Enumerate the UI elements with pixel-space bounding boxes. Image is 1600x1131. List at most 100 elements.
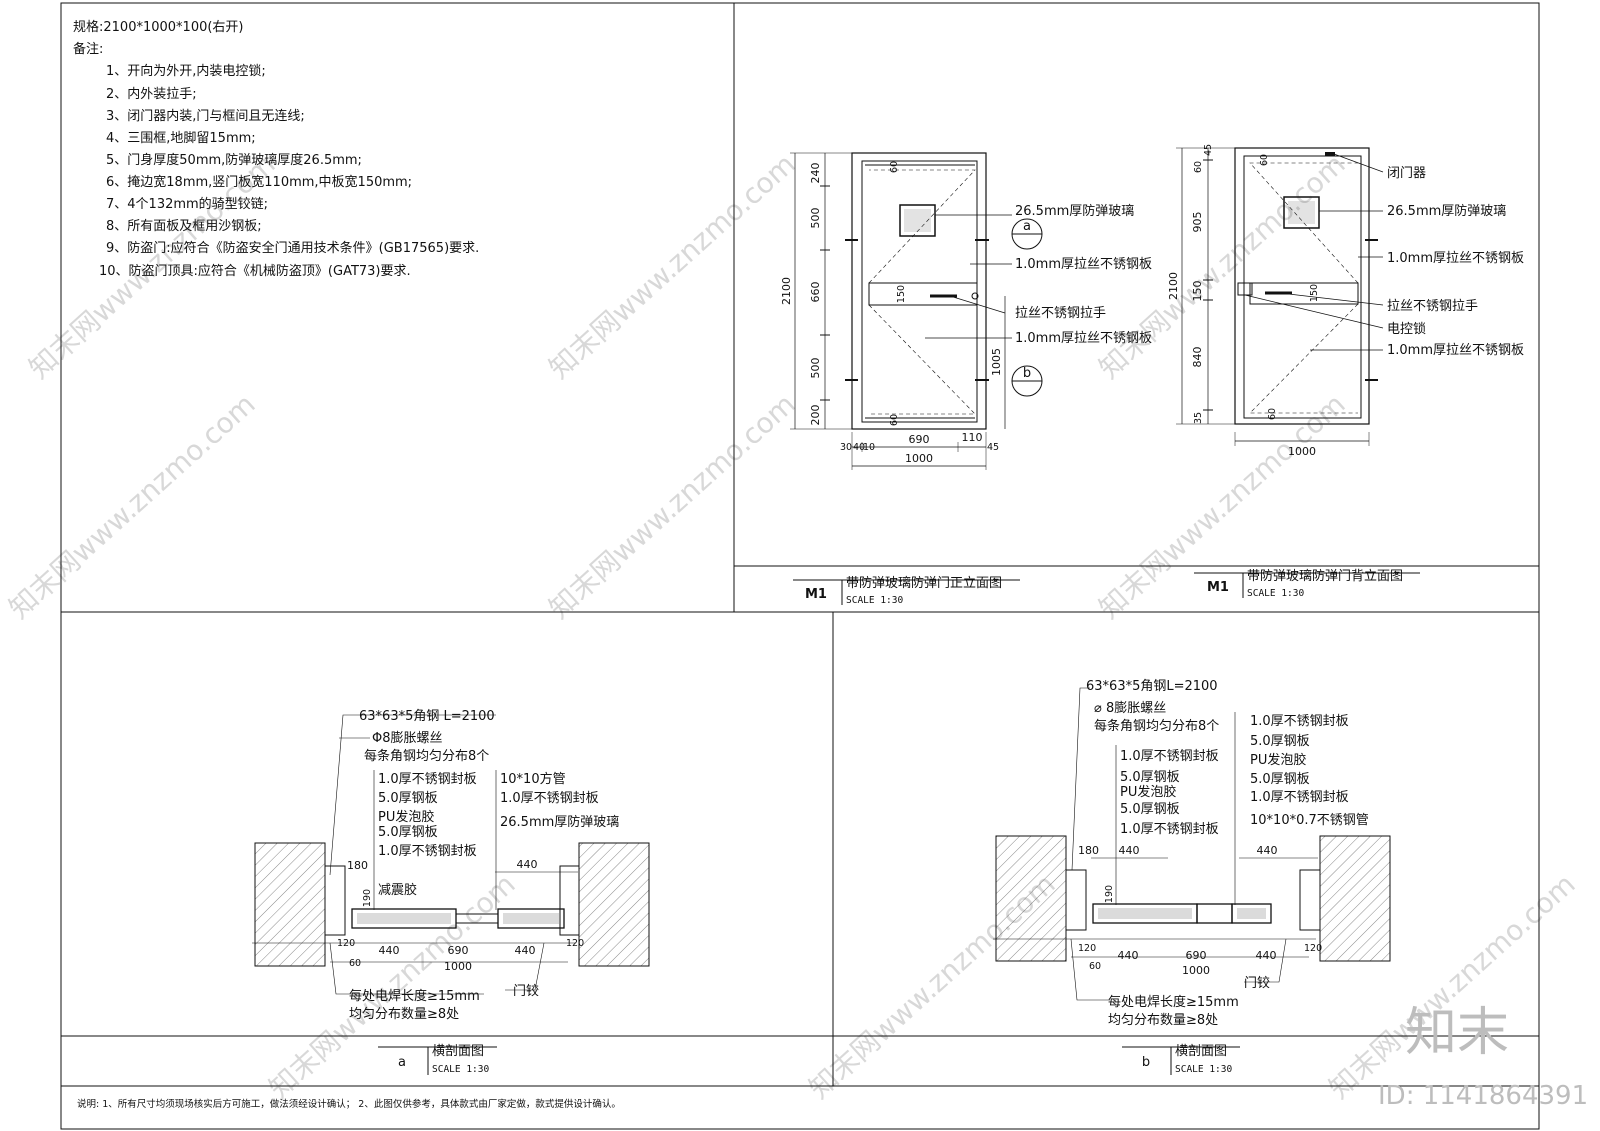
watermark-text: 知末网www.znzmo.com — [543, 147, 802, 385]
view-code: a — [398, 1055, 406, 1070]
dim-label: 1000 — [444, 960, 472, 973]
section-label: 门铰 — [513, 984, 539, 999]
door-frame — [851, 152, 987, 430]
sheet-frame — [60, 2, 1540, 1130]
section-label: 1.0厚不锈钢封板 — [1120, 822, 1219, 837]
dim-label: 110 — [962, 431, 983, 444]
logo-watermark: 知末 — [1405, 1003, 1509, 1063]
section-label: 1.0厚不锈钢封板 — [378, 844, 477, 859]
glass-panel — [899, 204, 936, 237]
dim-label: 190 — [362, 889, 373, 907]
dim-label: 690 — [909, 433, 930, 446]
dim-label: 180 — [347, 859, 368, 872]
section-label: 63*63*5角钢L=2100 — [1086, 679, 1218, 694]
dim-label: 660 — [809, 282, 822, 303]
wall-left — [995, 835, 1067, 962]
dim-label: 440 — [1257, 844, 1278, 857]
middle-panel — [1196, 903, 1233, 924]
dim-label: 1005 — [990, 348, 1003, 376]
dim-label: 60 — [1259, 154, 1270, 166]
dim-label: 840 — [1191, 347, 1204, 368]
dim-label: 60 — [889, 414, 900, 426]
callout-label: 1.0mm厚拉丝不锈钢板 — [1015, 257, 1152, 272]
note-item: 7、4个132mm的骑型铰链; — [106, 196, 268, 212]
callout-label: 1.0mm厚拉丝不锈钢板 — [1387, 251, 1524, 266]
glass-panel — [1283, 196, 1320, 229]
note-item: 3、闭门器内装,门与框间且无连线; — [106, 108, 305, 124]
dim-label: 690 — [448, 944, 469, 957]
dim-label: 60 — [1089, 961, 1101, 972]
footer-note: 说明: 1、所有尺寸均须现场核实后方可施工，做法须经设计确认； 2、此图仅供参考… — [77, 1098, 621, 1110]
section-label: 5.0厚钢板 — [1120, 802, 1180, 817]
view-title: 带防弹玻璃防弹门背立面图 — [1247, 568, 1403, 584]
door-leaf — [1231, 903, 1272, 924]
view-scale: SCALE 1:30 — [1175, 1064, 1232, 1075]
section-label: 门铰 — [1244, 976, 1270, 991]
section-label: 5.0厚钢板 — [1250, 734, 1310, 749]
dim-label: 40 — [853, 442, 865, 453]
section-label: 63*63*5角钢 L=2100 — [359, 709, 495, 724]
back-elevation: 60 45 905 150 840 35 2100 60 150 60 1000… — [1167, 144, 1524, 599]
section-label: 10*10方管 — [500, 771, 566, 787]
section-label: 5.0厚钢板 — [378, 791, 438, 806]
view-scale: SCALE 1:30 — [432, 1064, 489, 1075]
view-code: b — [1142, 1055, 1150, 1070]
dim-label: 60 — [1267, 408, 1278, 420]
section-label: 每处电焊长度≥15mm — [349, 988, 480, 1004]
front-elevation: 240 500 660 500 200 2100 1005 60 150 60 … — [780, 152, 1152, 606]
dim-label: 30 — [840, 442, 852, 453]
callout-label: 1.0mm厚拉丝不锈钢板 — [1387, 343, 1524, 358]
section-label: 每条角钢均匀分布8个 — [364, 748, 489, 764]
section-label: 5.0厚钢板 — [1250, 772, 1310, 787]
watermark-text: 知末网www.znzmo.com — [3, 387, 262, 625]
dim-label: 190 — [1104, 885, 1115, 903]
section-a: 180 440 190 120 440 690 440 120 60 1000 … — [252, 709, 650, 1075]
view-title: 横剖面图 — [1175, 1044, 1227, 1059]
section-b: 180 440 440 190 120 440 690 440 120 60 1… — [993, 679, 1391, 1075]
note-item: 2、内外装拉手; — [106, 86, 197, 102]
door-leaf — [1243, 155, 1362, 419]
dim-label: 180 — [1078, 844, 1099, 857]
callout-label: 1.0mm厚拉丝不锈钢板 — [1015, 331, 1152, 346]
callout-label: 闭门器 — [1387, 166, 1426, 181]
lock-hole — [971, 292, 979, 300]
dim-label: 60 — [1193, 161, 1204, 173]
dim-label: 60 — [349, 958, 361, 969]
watermark-text: 知末网www.znzmo.com — [543, 387, 802, 625]
view-title: 横剖面图 — [432, 1044, 484, 1059]
section-label: 1.0厚不锈钢封板 — [378, 772, 477, 787]
dim-label: 240 — [809, 163, 822, 184]
callout-label: 拉丝不锈钢拉手 — [1387, 299, 1478, 314]
section-label: 均匀分布数量≥8处 — [349, 1007, 459, 1022]
section-label: 每条角钢均匀分布8个 — [1094, 718, 1219, 734]
dim-label: 1000 — [1182, 964, 1210, 977]
dim-label: 440 — [1119, 844, 1140, 857]
callout-label: 26.5mm厚防弹玻璃 — [1387, 203, 1506, 219]
dim-label: 35 — [1193, 412, 1204, 424]
section-label: PU发泡胶 — [1120, 784, 1176, 800]
note-item: 9、防盗门:应符合《防盗安全门通用技术条件》(GB17565)要求. — [106, 240, 479, 256]
section-label: 10*10*0.7不锈钢管 — [1250, 813, 1369, 828]
note-item: 5、门身厚度50mm,防弹玻璃厚度26.5mm; — [106, 152, 362, 168]
section-label: 1.0厚不锈钢封板 — [500, 791, 599, 806]
section-label: 1.0厚不锈钢封板 — [1250, 714, 1349, 729]
section-label: 减震胶 — [378, 882, 417, 898]
section-label: 26.5mm厚防弹玻璃 — [500, 814, 619, 830]
view-scale: SCALE 1:30 — [1247, 588, 1304, 599]
dim-label: 440 — [517, 858, 538, 871]
dim-label: 440 — [1256, 949, 1277, 962]
dim-label: 2100 — [780, 277, 793, 305]
view-code: M1 — [805, 587, 827, 602]
section-label: 5.0厚钢板 — [378, 825, 438, 840]
note-item: 6、掩边宽18mm,竖门板宽110mm,中板宽150mm; — [106, 174, 412, 190]
note-item: 10、防盗门顶具:应符合《机械防盗顶》(GAT73)要求. — [99, 263, 411, 279]
note-item: 4、三围框,地脚留15mm; — [106, 130, 256, 146]
door-frame — [1234, 147, 1370, 425]
dim-label: 45 — [987, 442, 999, 453]
dim-label: 200 — [809, 405, 822, 426]
middle-rail — [868, 282, 978, 306]
dim-label: 500 — [809, 208, 822, 229]
marker-letter: b — [1023, 366, 1031, 381]
note-item: 1、开向为外开,内装电控锁; — [106, 63, 266, 79]
